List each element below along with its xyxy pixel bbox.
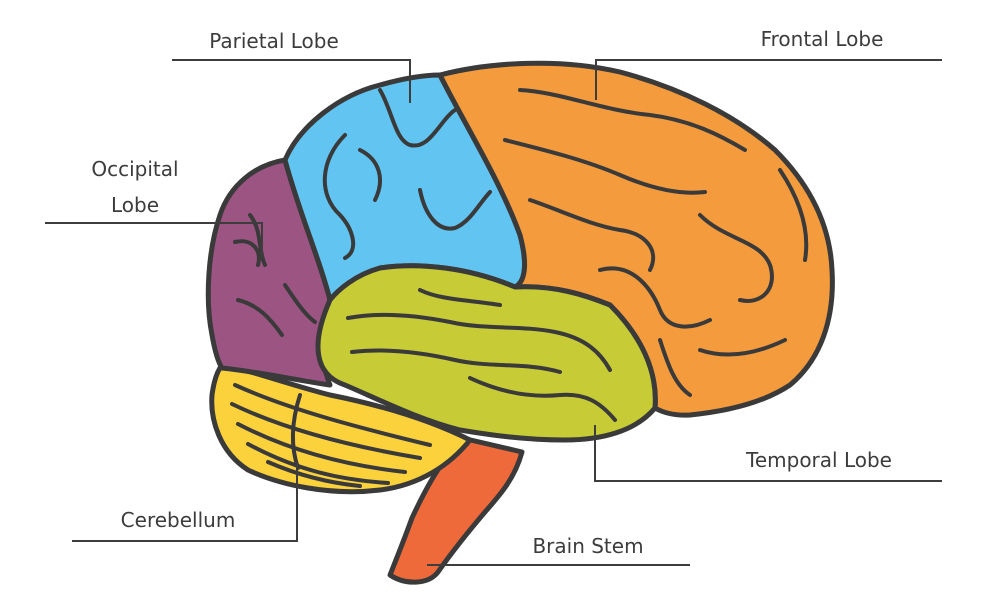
occipital-leader-line (45, 222, 263, 258)
parietal-leader-line (172, 59, 411, 103)
brain-stem-region (387, 435, 525, 585)
occipital-lobe-label-line2: Lobe (111, 193, 159, 217)
frontal-folds (503, 88, 809, 397)
temporal-leader-line (594, 425, 942, 482)
brain-stem-label: Brain Stem (532, 534, 643, 558)
cerebellum-leader-line (72, 460, 298, 542)
temporal-folds (346, 288, 617, 422)
temporal-lobe-label: Temporal Lobe (745, 448, 892, 472)
parietal-lobe-label: Parietal Lobe (209, 29, 339, 53)
cerebellum-label: Cerebellum (121, 508, 236, 532)
occipital-lobe-label-line1: Occipital (91, 157, 178, 181)
frontal-lobe-label: Frontal Lobe (761, 27, 884, 51)
cerebellum-region (209, 362, 473, 495)
frontal-leader-line (595, 59, 942, 100)
occipital-folds (233, 213, 317, 337)
parietal-folds (322, 88, 492, 260)
frontal-lobe-region (437, 60, 835, 418)
